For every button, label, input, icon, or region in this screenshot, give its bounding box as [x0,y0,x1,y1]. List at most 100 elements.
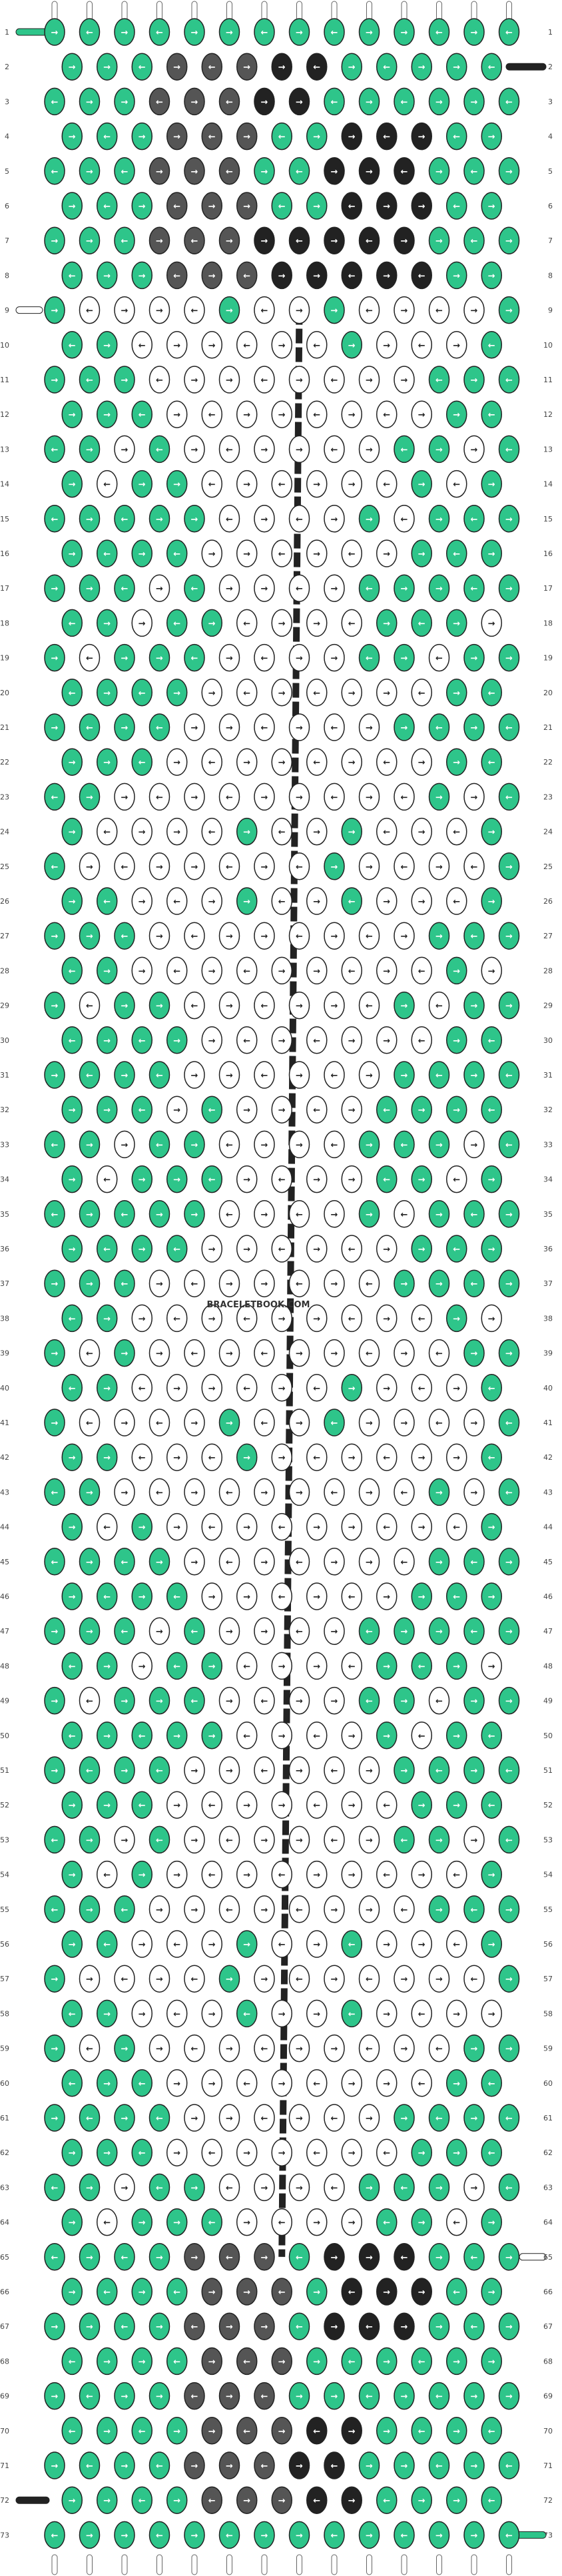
knot-direction-arrow: → [139,202,146,212]
knot-direction-arrow: ← [51,1905,59,1915]
row-label-left: 49 [0,1697,9,1706]
knot [271,817,292,846]
knot [184,1617,205,1645]
knot-direction-arrow: ← [121,236,129,246]
knot [201,609,222,637]
knot-direction-arrow: → [401,306,408,316]
knot-direction-arrow: → [383,341,390,351]
knot [481,609,502,637]
knot [44,1756,65,1784]
knot-direction-arrow: → [139,2288,146,2298]
knot-direction-arrow: ← [435,2045,443,2055]
knot [218,1200,240,1228]
knot [428,157,450,185]
knot [324,922,345,950]
knot-direction-arrow: → [383,689,390,699]
knot [446,331,467,359]
knot [428,1409,450,1437]
row-label-left: 65 [0,2253,9,2262]
knot [131,400,152,428]
row-label-left: 7 [5,236,9,245]
row-label-right: 48 [543,1662,553,1670]
knot [446,817,467,846]
knot-direction-arrow: → [121,654,129,664]
row-label-right: 28 [543,966,553,975]
knot-direction-arrow: → [488,480,495,490]
knot [428,1548,450,1576]
knot-direction-arrow: ← [488,341,495,351]
knot [446,609,467,637]
knot [306,539,328,567]
knot-direction-arrow: ← [471,1558,478,1568]
knot-direction-arrow: → [331,515,338,525]
knot [254,18,275,46]
knot-direction-arrow: → [121,2531,129,2541]
knot [148,505,170,533]
knot-direction-arrow: ← [331,2531,338,2541]
knot [148,922,170,950]
knot-direction-arrow: → [173,2218,180,2228]
knot-direction-arrow: ← [103,2218,111,2228]
knot [254,1965,275,1993]
knot-direction-arrow: ← [278,2218,286,2228]
knot [481,2486,502,2514]
knot-direction-arrow: ← [488,2496,495,2506]
knot-direction-arrow: → [418,2218,425,2228]
knot [236,2069,258,2097]
knot [463,1339,485,1367]
row-label-right: 20 [543,689,553,697]
knot-direction-arrow: → [488,2009,495,2019]
knot [254,1409,275,1437]
knot [446,1165,467,1193]
knot [271,470,292,498]
knot [446,470,467,498]
knot [131,2417,152,2445]
knot-direction-arrow: → [296,723,303,733]
knot [184,1756,205,1784]
knot-direction-arrow: ← [173,897,180,907]
knot-direction-arrow: → [383,1314,390,1324]
knot [341,1791,362,1819]
knot [358,1339,380,1367]
knot-direction-arrow: ← [278,1940,286,1950]
knot-direction-arrow: ← [418,271,425,281]
knot [411,2417,432,2445]
knot-direction-arrow: → [366,1419,373,1429]
knot [166,261,188,290]
knot [306,400,328,428]
knot-direction-arrow: ← [208,1801,216,1811]
knot-direction-arrow: ← [418,1314,425,1324]
knot-direction-arrow: → [401,1975,408,1985]
knot-direction-arrow: → [488,2357,495,2367]
knot-direction-arrow: → [435,97,443,107]
knot [114,1339,135,1367]
knot-direction-arrow: → [296,2045,303,2055]
knot-direction-arrow: ← [51,2253,59,2263]
knot [446,1443,467,1471]
row-label-left: 18 [0,619,9,627]
knot-direction-arrow: → [348,1732,356,1742]
knot-direction-arrow: → [348,133,356,143]
knot-direction-arrow: ← [156,2461,163,2471]
knot [97,2208,118,2236]
knot-direction-arrow: → [243,133,250,143]
knot-direction-arrow: → [366,1071,373,1081]
knot-direction-arrow: → [471,2183,478,2193]
knot-direction-arrow: ← [453,897,460,907]
knot-direction-arrow: → [243,2218,250,2228]
knot-direction-arrow: → [348,1801,356,1811]
knot [166,1512,188,1541]
knot [463,2243,485,2271]
knot-direction-arrow: ← [331,1071,338,1081]
knot-direction-arrow: → [121,1697,129,1707]
knot-direction-arrow: → [103,2496,111,2506]
knot-direction-arrow: ← [139,1732,146,1742]
knot-direction-arrow: ← [471,515,478,525]
knot [498,2451,520,2479]
knot [131,1096,152,1124]
knot [324,1965,345,1993]
row-label-left: 33 [0,1140,9,1149]
knot-direction-arrow: → [453,2357,460,2367]
knot [463,226,485,254]
knot [44,2451,65,2479]
